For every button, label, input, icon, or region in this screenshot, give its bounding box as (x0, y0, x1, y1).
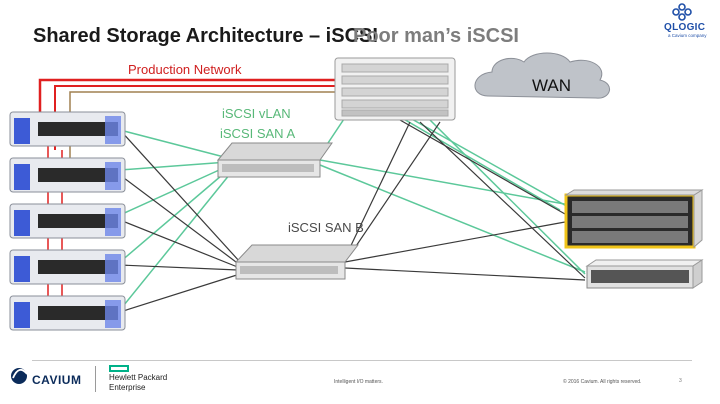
san-b-link (119, 129, 241, 263)
san-a-link (319, 164, 586, 273)
san-b-link (419, 121, 586, 279)
san-b-link (119, 264, 239, 271)
page-number: 3 (679, 378, 682, 384)
server (9, 111, 126, 147)
san-a-link (429, 119, 586, 275)
san-a-link (394, 113, 561, 211)
qlogic-icon (672, 3, 692, 21)
server (9, 203, 126, 239)
wan-cloud (474, 52, 610, 99)
san-b-link (349, 121, 441, 256)
footer-copyright: © 2016 Cavium. All rights reserved. (563, 379, 642, 385)
logo-divider (95, 366, 96, 392)
server-stack (9, 111, 126, 331)
san-a-link (119, 129, 229, 159)
iscsi-san-a-label: iSCSI SAN A (220, 126, 296, 141)
iscsi-vlan-label: iSCSI vLAN (222, 106, 291, 121)
hpe-logo-line2: Enterprise (109, 383, 146, 392)
hpe-logo-line1: Hewlett Packard (109, 373, 168, 382)
san-b-link (344, 221, 566, 263)
cavium-logo-text: CAVIUM (32, 373, 82, 387)
production-link (69, 91, 335, 175)
wan-label: WAN (532, 76, 572, 95)
server (9, 157, 126, 193)
san-a-link (319, 159, 571, 206)
switch-san-a (216, 142, 333, 178)
cavium-icon (11, 368, 28, 384)
production-network-label: Production Network (128, 62, 242, 77)
qlogic-logo-text: QLOGIC (664, 22, 706, 33)
iscsi-san-b-label: iSCSI SAN B (288, 220, 364, 235)
storage-array-secondary (585, 259, 704, 289)
switch-san-b (234, 244, 360, 280)
san-b-link (344, 267, 586, 281)
core-switch-chassis (334, 57, 456, 121)
server (9, 249, 126, 285)
san-b-link (119, 174, 241, 266)
footer-tagline: Intelligent I/O matters. (334, 379, 383, 385)
footer-divider (32, 360, 692, 361)
san-b-link (119, 219, 241, 269)
hpe-logo-icon (109, 365, 129, 372)
san-a-link (119, 165, 229, 216)
slide-title-overlay: Poor man’s iSCSI (353, 25, 519, 47)
slide-title: Shared Storage Architecture – iSCSI (33, 25, 378, 47)
san-b-link (119, 273, 241, 313)
qlogic-tagline: a Cavium company (668, 33, 707, 38)
server (9, 295, 126, 331)
san-a-link (119, 161, 229, 171)
san-b-link (344, 121, 411, 259)
san-a-link (409, 117, 571, 209)
storage-array-primary (564, 189, 704, 249)
san-a-links (119, 109, 586, 311)
production-link (38, 78, 335, 120)
san-b-link (399, 119, 566, 215)
san-b-links (119, 119, 586, 313)
